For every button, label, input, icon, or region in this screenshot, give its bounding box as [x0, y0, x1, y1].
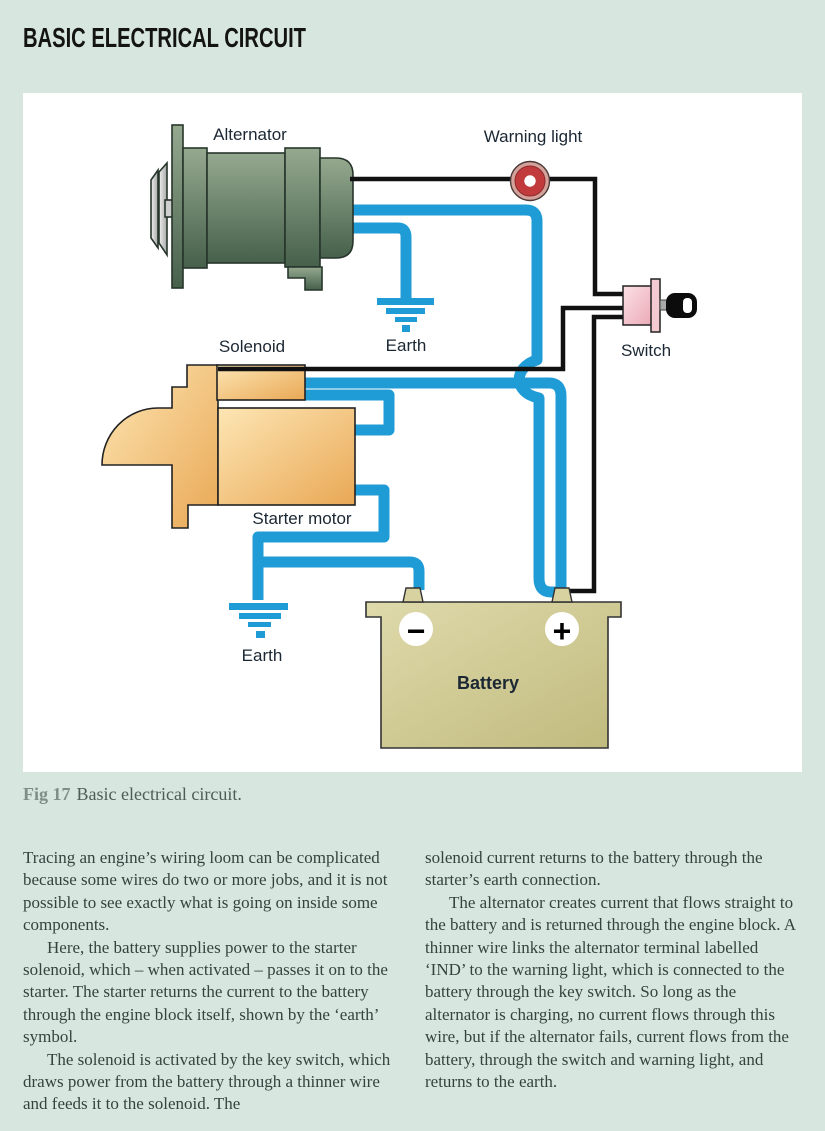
alternator — [150, 124, 354, 291]
alternator-body — [206, 152, 286, 264]
wire-earth-to-battery-negative — [258, 556, 425, 590]
earth-symbol-starter — [229, 603, 288, 638]
battery-terminals: − + — [399, 587, 579, 649]
wire-solenoid-to-starter — [305, 389, 395, 436]
alternator-front — [182, 147, 208, 269]
circuit-diagram-panel: − + Alternator Warning light Solenoid Ea… — [23, 93, 802, 772]
article-left-column: Tracing an engine’s wiring loom can be c… — [23, 847, 392, 1116]
wire-switch-to-solenoid — [218, 305, 623, 372]
switch-body — [622, 285, 653, 326]
battery-negative-terminal — [399, 612, 433, 646]
switch-flange — [650, 278, 661, 333]
battery-positive-terminal — [545, 612, 579, 646]
starter-assembly — [101, 364, 356, 529]
paragraph: Here, the battery supplies power to the … — [23, 937, 388, 1047]
starter-drive-housing — [101, 364, 219, 529]
paragraph: The solenoid is activated by the key swi… — [23, 1049, 391, 1114]
label-solenoid: Solenoid — [219, 337, 285, 356]
alternator-rear-cap — [319, 157, 354, 259]
warning-light — [509, 160, 551, 202]
wire-solenoid-to-battery-positive — [305, 377, 567, 592]
battery-positive-post — [551, 587, 573, 603]
battery-plus-sign: + — [553, 613, 572, 649]
alternator-foot — [287, 266, 323, 291]
key-switch — [622, 278, 697, 333]
alternator-pulley — [150, 167, 159, 251]
wire-alternator-ind-to-warning-light-switch — [350, 176, 623, 297]
label-switch: Switch — [621, 341, 671, 360]
label-starter-motor: Starter motor — [252, 509, 352, 528]
switch-key-slot — [683, 298, 692, 313]
article-right-column: solenoid current returns to the battery … — [425, 847, 797, 1093]
label-warning-light: Warning light — [484, 127, 583, 146]
alternator-pulley-plate — [158, 160, 168, 258]
figure-caption-label: Fig 17 — [23, 784, 71, 804]
circuit-diagram: − + Alternator Warning light Solenoid Ea… — [23, 93, 802, 772]
wire-alternator-to-battery-positive — [350, 204, 559, 598]
label-alternator: Alternator — [213, 125, 287, 144]
paragraph: Tracing an engine’s wiring loom can be c… — [23, 848, 388, 935]
page-title: BASIC ELECTRICAL CIRCUIT — [23, 22, 306, 53]
alternator-band — [284, 147, 321, 268]
paragraph: The alternator creates current that flow… — [425, 892, 796, 1092]
earth-symbol-alternator — [377, 298, 434, 332]
switch-shaft — [659, 299, 668, 311]
label-battery: Battery — [457, 673, 519, 693]
battery-negative-post — [402, 587, 424, 603]
label-earth-alternator: Earth — [386, 336, 427, 355]
alternator-bracket — [171, 124, 184, 289]
label-earth-starter: Earth — [242, 646, 283, 665]
wire-alternator-to-earth — [350, 222, 412, 301]
starter-motor-body — [217, 407, 356, 506]
wire-switch-to-battery-positive — [568, 314, 623, 594]
switch-key — [666, 293, 697, 318]
figure-caption-text: Basic electrical circuit. — [76, 784, 242, 804]
battery-minus-sign: − — [407, 613, 426, 649]
paragraph: solenoid current returns to the battery … — [425, 848, 763, 890]
